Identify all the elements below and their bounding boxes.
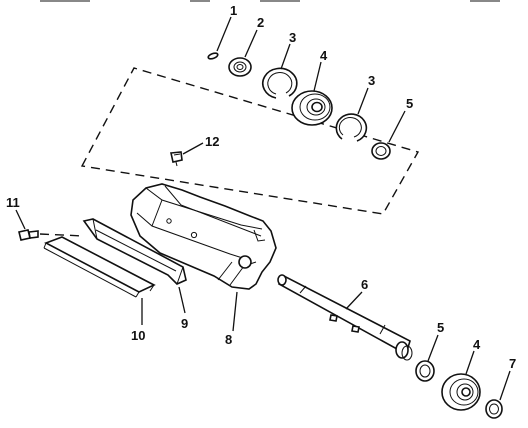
part-3-retaining-ring-b [335,113,368,142]
subassembly-dashed-box [80,67,420,215]
callout-7: 7 [509,356,516,371]
leader-lines [15,16,511,401]
part-3-retaining-ring-a [262,67,298,99]
callout-5a: 5 [406,96,413,111]
callout-1: 1 [230,3,237,18]
callout-5b: 5 [437,320,444,335]
part-4-ball-bearing-a [291,90,333,126]
part-7-snap-ring [485,399,503,419]
callout-11: 11 [6,195,20,210]
callout-9: 9 [181,316,188,331]
part-1-pin [207,52,219,60]
part-8-cutter-head [130,183,277,290]
callout-4b: 4 [473,337,481,352]
part-2-bearing [228,57,252,77]
part-6-shaft [277,274,413,361]
callout-4a: 4 [320,48,328,63]
part-4-ball-bearing-b [441,373,481,411]
callout-3a: 3 [289,30,296,45]
part-11-bolt [18,229,85,241]
part-5-lock-washer-b [415,360,435,382]
part-9-knife [82,218,187,285]
callout-2: 2 [257,15,264,30]
callout-labels: 1 2 3 4 3 5 12 11 6 5 4 7 10 9 8 [6,3,516,371]
part-10-gib [43,236,156,298]
part-5-lock-washer-a [371,142,391,160]
callout-10: 10 [131,328,145,343]
callout-3b: 3 [368,73,375,88]
callout-6: 6 [361,277,368,292]
callout-12: 12 [205,134,219,149]
part-12-screw [170,151,183,167]
callout-8: 8 [225,332,232,347]
